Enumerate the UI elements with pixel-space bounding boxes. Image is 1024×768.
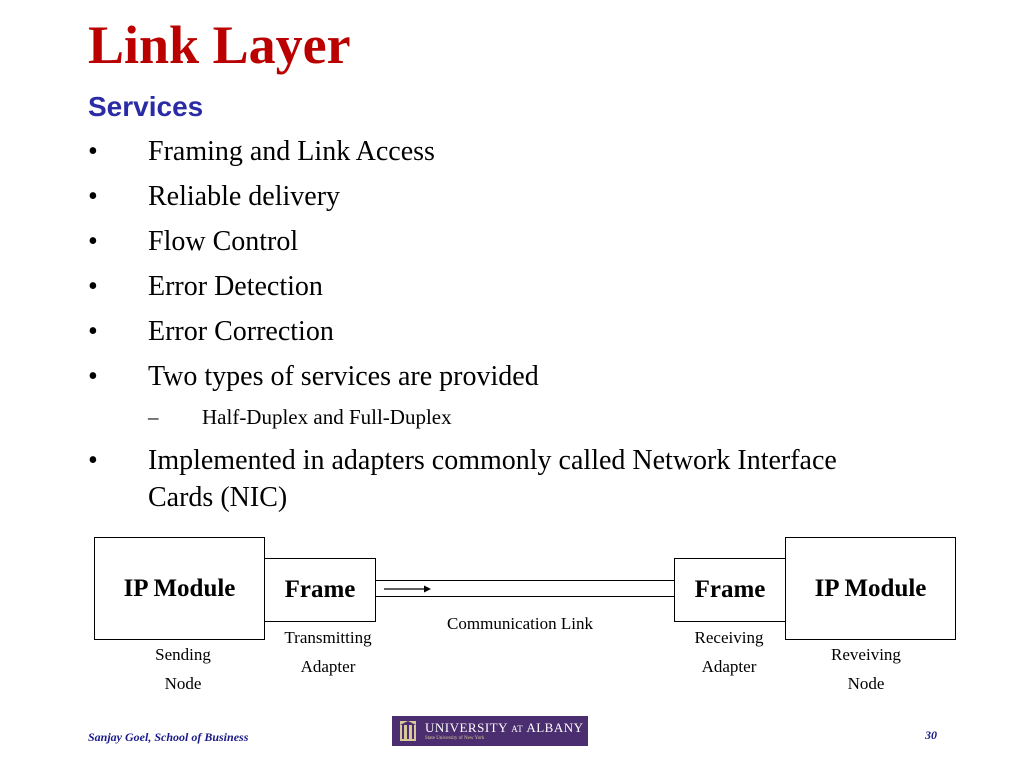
bullet-text: Reliable delivery [148,181,341,212]
slide-title: Link Layer [88,15,351,75]
transmitting-frame-box: Frame [264,558,376,622]
bullet-marker: • [88,181,98,212]
sending-node-label: Sending Node [113,640,253,698]
label-line: Sending [155,645,211,664]
label-line: Node [847,674,885,693]
logo-at: AT [511,724,524,734]
slide-subtitle: Services [88,91,204,122]
communication-link-label: Communication Link [447,614,593,633]
link-line-top [374,580,676,581]
bullet-marker: • [88,316,98,347]
sub-bullet-text: Half-Duplex and Full-Duplex [202,405,452,429]
bullet-text: Error Detection [148,271,323,302]
label-line: Adapter [701,657,757,676]
bullet-text: Error Correction [148,316,334,347]
link-line-bottom [374,596,676,597]
bullet-marker: • [88,226,98,257]
arrow-right-icon [384,585,431,593]
receiving-frame-box: Frame [674,558,786,622]
logo-main-text: UNIVERSITY AT ALBANY [425,721,583,734]
label-line: Adapter [300,657,356,676]
bullet-text: Two types of services are provided [148,361,539,392]
sending-ip-module-box: IP Module [94,537,265,640]
label-line: Node [164,674,202,693]
logo-albany: ALBANY [526,720,584,735]
bullet-text: Framing and Link Access [148,136,435,167]
bullet-marker: • [88,445,98,476]
bullet-text: Implemented in adapters commonly called … [148,445,837,476]
university-seal-icon [400,721,416,741]
footer-author: Sanjay Goel, School of Business [88,730,249,744]
bullet-marker: • [88,136,98,167]
label-line: Receiving [694,628,764,647]
receiving-ip-module-box: IP Module [785,537,956,640]
receiving-node-label: Reveiving Node [796,640,936,698]
label-line: Transmitting [284,628,372,647]
university-logo: UNIVERSITY AT ALBANY State University of… [392,716,588,746]
bullet-marker: • [88,361,98,392]
label-line: Reveiving [831,645,901,664]
logo-subtext: State University of New York [425,736,485,741]
logo-wordmark: UNIVERSITY AT ALBANY State University of… [425,721,583,741]
page-number: 30 [925,728,937,742]
transmitting-adapter-label: Transmitting Adapter [258,623,398,681]
sub-bullet-marker: – [148,405,159,429]
bullet-text: Cards (NIC) [148,482,288,513]
bullet-text: Flow Control [148,226,299,257]
logo-university: UNIVERSITY [425,720,508,735]
bullet-marker: • [88,271,98,302]
receiving-adapter-label: Receiving Adapter [659,623,799,681]
